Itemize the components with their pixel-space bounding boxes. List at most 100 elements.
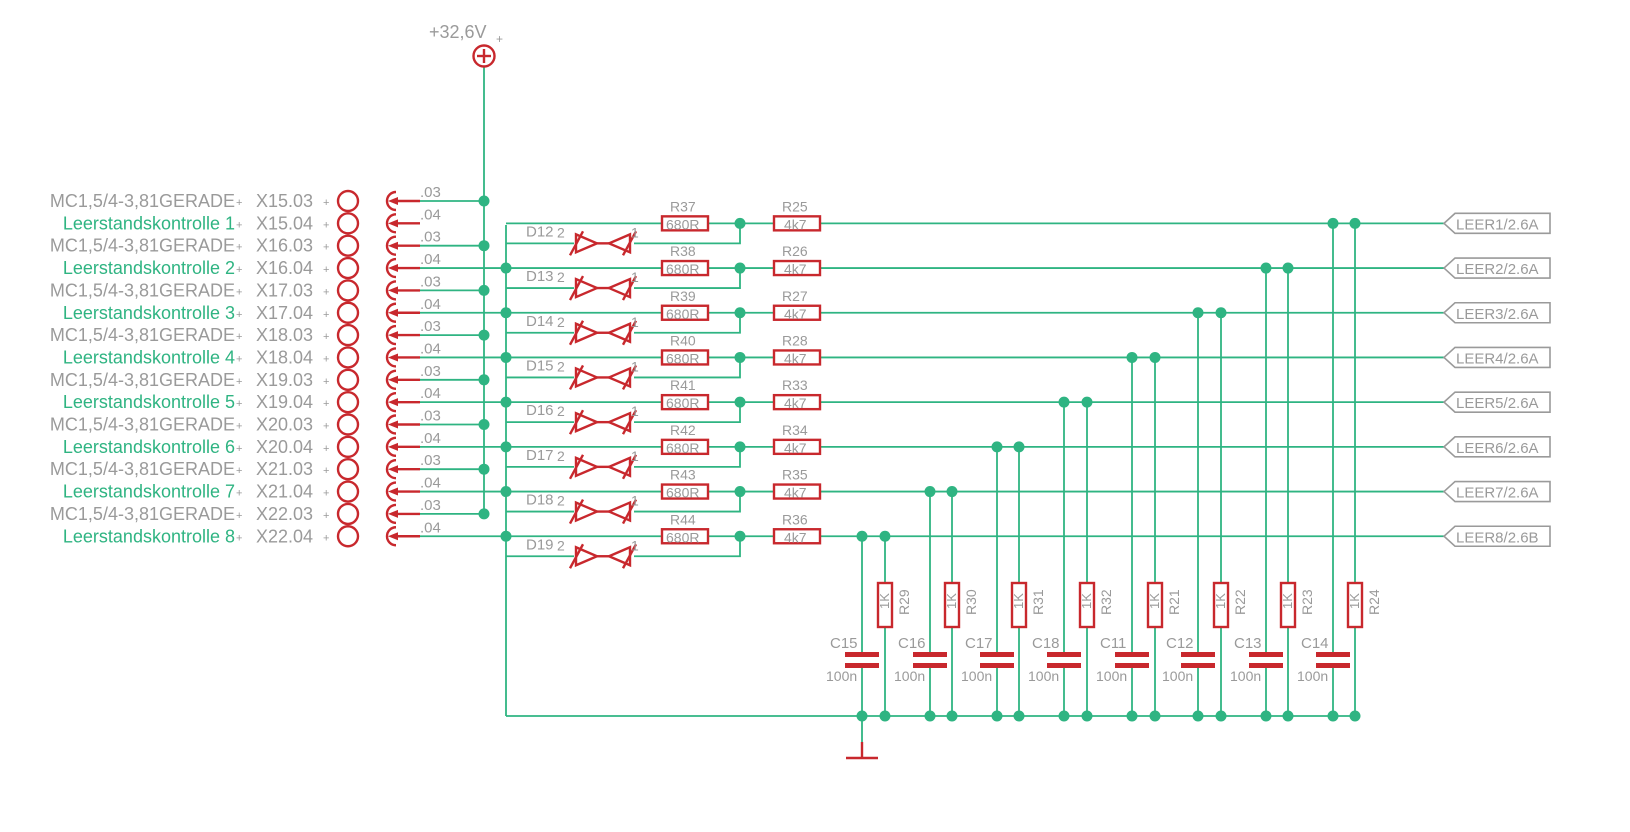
junction-dot: [1149, 351, 1161, 363]
junction-dot: [1081, 710, 1093, 722]
connector-socket: [385, 503, 397, 525]
resistor-label: R34: [782, 422, 808, 438]
shunt-resistor-value: 1K: [1280, 593, 1295, 609]
diode-pin-label: 1: [631, 493, 639, 509]
pin-marker: +: [323, 510, 329, 522]
pin-id-label: X17.04: [256, 303, 313, 323]
connector-socket: [385, 414, 397, 435]
connector-socket: [385, 459, 397, 480]
connector-pin-circle: [336, 525, 360, 548]
diode-label: D13: [526, 268, 554, 285]
shunt-resistor-label: R31: [1030, 589, 1046, 615]
resistor-label: R37: [670, 198, 696, 214]
connector-pin-circle: [336, 413, 360, 436]
junction-dot: [478, 508, 490, 520]
resistor-symbol: [660, 393, 710, 411]
resistor-label: R25: [782, 198, 808, 214]
pin-marker: +: [323, 264, 329, 276]
shunt-resistor-value: 1K: [1011, 593, 1026, 609]
connector-part-label: MC1,5/4-3,81GERADE: [50, 191, 235, 211]
label-marker: +: [236, 465, 242, 477]
capacitor-label: C11: [1100, 635, 1126, 652]
capacitor-label: C14: [1301, 635, 1329, 652]
label-marker: +: [236, 443, 242, 455]
diode-bar: [621, 409, 638, 435]
shunt-resistor-value: 1K: [877, 593, 892, 609]
pin-number-label: .03: [420, 229, 441, 246]
shunt-resistor-value: 1K: [1347, 593, 1362, 609]
junction-dot: [734, 486, 746, 498]
junction-dot: [1192, 710, 1204, 722]
junction-dot: [1149, 710, 1161, 722]
junction-dot: [879, 530, 891, 542]
junction-dot: [500, 396, 512, 408]
junction-dot: [1192, 307, 1204, 319]
pin-id-label: X15.04: [256, 213, 313, 233]
label-marker: +: [236, 309, 242, 321]
pin-id-label: X22.04: [256, 526, 313, 546]
resistor-symbol: [660, 528, 710, 545]
shunt-resistor-value: 1K: [1213, 593, 1228, 609]
connector-socket: [385, 280, 397, 301]
pin-number-label: .04: [420, 385, 441, 402]
diode-bar: [568, 364, 585, 391]
junction-dot: [734, 217, 746, 229]
junction-dot: [478, 463, 490, 475]
capacitor-plate: [845, 663, 879, 668]
resistor-value: 680R: [666, 395, 699, 411]
connector-socket: [385, 324, 397, 346]
diode-output-wire: [634, 268, 741, 289]
signal-name-label: Leerstandskontrolle 5: [63, 392, 235, 412]
resistor-label: R27: [782, 288, 808, 304]
connector-part-label: MC1,5/4-3,81GERADE: [50, 504, 235, 524]
pin-marker: +: [323, 242, 329, 254]
pin-number-label: .03: [420, 184, 441, 201]
pin-marker: +: [323, 309, 329, 321]
resistor-value: 4k7: [784, 216, 807, 232]
connector-pin-circle: [336, 279, 360, 302]
connector-socket: [385, 347, 397, 368]
shunt-resistor-value: 1K: [944, 593, 959, 609]
pin-number-label: .03: [420, 408, 441, 425]
junction-dot: [1349, 710, 1361, 722]
label-marker: +: [236, 488, 242, 500]
capacitor-plate: [1249, 652, 1283, 657]
diode-output-wire: [634, 402, 741, 424]
net-label-text: LEER4/2.6A: [1456, 350, 1539, 367]
diode-output-wire: [634, 536, 741, 558]
supply-marker: +: [496, 32, 503, 46]
connector-pin-circle: [336, 301, 360, 324]
capacitor-plate: [1249, 663, 1283, 668]
junction-dot: [856, 710, 868, 722]
label-marker: +: [236, 510, 242, 522]
diode-output-wire: [634, 312, 741, 334]
junction-dot: [1282, 710, 1294, 722]
connector-pin-circle: [336, 189, 360, 213]
connector-pin-circle: [336, 212, 360, 235]
junction-dot: [946, 486, 958, 498]
pin-marker: +: [323, 465, 329, 477]
pin-id-label: X18.03: [256, 325, 313, 345]
shunt-resistor-symbol: [876, 581, 894, 629]
junction-dot: [478, 240, 490, 252]
connector-socket: [385, 481, 397, 502]
resistor-value: 680R: [666, 485, 699, 501]
connector-arrow-icon: [388, 197, 398, 205]
resistor-symbol: [660, 259, 710, 277]
connector-socket: [385, 302, 397, 323]
junction-dot: [856, 530, 868, 542]
junction-dot: [1327, 710, 1339, 722]
connector-socket: [385, 436, 397, 458]
connector-arrow-icon: [388, 241, 398, 250]
connector-arrow-icon: [388, 219, 398, 228]
diode-bar: [621, 320, 638, 346]
resistor-value: 4k7: [784, 350, 807, 366]
label-marker: +: [236, 219, 242, 231]
capacitor-plate: [913, 663, 947, 668]
junction-dot: [924, 486, 936, 498]
pin-marker: +: [323, 219, 329, 231]
connector-part-label: MC1,5/4-3,81GERADE: [50, 370, 235, 390]
shunt-resistor-label: R21: [1166, 589, 1182, 615]
resistor-label: R33: [782, 377, 808, 393]
pin-id-label: X16.03: [256, 236, 313, 256]
